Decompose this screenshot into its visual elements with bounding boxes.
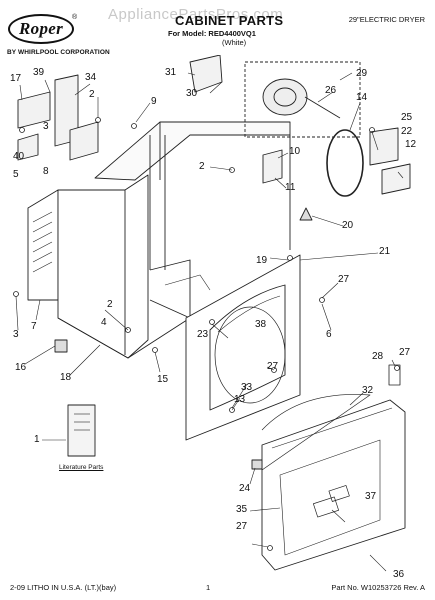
callout-13: 13 bbox=[234, 394, 246, 405]
callout-14: 14 bbox=[356, 92, 368, 103]
logo-text: Roper bbox=[19, 19, 63, 38]
callout-34: 34 bbox=[85, 72, 97, 83]
literature-parts-label: Literature Parts bbox=[59, 464, 104, 471]
callout-23: 23 bbox=[197, 329, 209, 340]
exploded-view-drawing bbox=[13, 55, 411, 572]
callout-20: 20 bbox=[342, 220, 354, 231]
callout-10: 10 bbox=[289, 146, 301, 157]
page-title: CABINET PARTS bbox=[175, 13, 284, 28]
callout-3-b: 3 bbox=[13, 329, 19, 340]
callout-29: 29 bbox=[356, 68, 368, 79]
callout-22: 22 bbox=[401, 126, 413, 137]
callout-5: 5 bbox=[13, 169, 19, 180]
callout-36: 36 bbox=[393, 569, 405, 580]
callout-38: 38 bbox=[255, 319, 267, 330]
callout-32: 32 bbox=[362, 385, 374, 396]
callout-27-d: 27 bbox=[236, 521, 248, 532]
callout-21: 21 bbox=[379, 246, 391, 257]
callout-2-c: 2 bbox=[107, 299, 113, 310]
callout-3: 3 bbox=[43, 121, 49, 132]
callout-2: 2 bbox=[89, 89, 95, 100]
callout-40: 40 bbox=[13, 151, 25, 162]
callout-4: 4 bbox=[101, 317, 107, 328]
roper-logo: Roper bbox=[8, 14, 74, 44]
callout-31: 31 bbox=[165, 67, 177, 78]
callout-26: 26 bbox=[325, 85, 337, 96]
callout-15: 15 bbox=[157, 374, 169, 385]
callout-16: 16 bbox=[15, 362, 27, 373]
callout-27: 27 bbox=[338, 274, 350, 285]
watermark: AppliancePartsPros.com bbox=[108, 6, 284, 23]
callout-12: 12 bbox=[405, 139, 417, 150]
callout-7: 7 bbox=[31, 321, 37, 332]
callout-35: 35 bbox=[236, 504, 248, 515]
callout-19: 19 bbox=[256, 255, 268, 266]
footer-part-number: Part No. W10253726 Rev. A bbox=[331, 583, 425, 592]
callout-1: 1 bbox=[34, 434, 40, 445]
callout-33: 33 bbox=[241, 382, 253, 393]
callout-17: 17 bbox=[10, 73, 22, 84]
callout-25: 25 bbox=[401, 112, 413, 123]
callout-28: 28 bbox=[372, 351, 384, 362]
callout-39: 39 bbox=[33, 67, 45, 78]
byline: BY WHIRLPOOL CORPORATION bbox=[7, 49, 110, 56]
model-line: For Model: RED4400VQ1 bbox=[168, 29, 256, 38]
footer-litho: 2-09 LITHO IN U.S.A. (LT.)(bay) bbox=[10, 583, 117, 592]
color-line: (White) bbox=[222, 38, 247, 47]
callout-27-b: 27 bbox=[267, 361, 279, 372]
footer-page-number: 1 bbox=[206, 583, 211, 592]
callout-8: 8 bbox=[43, 166, 49, 177]
callout-6: 6 bbox=[326, 329, 332, 340]
callout-37: 37 bbox=[365, 491, 377, 502]
callout-24: 24 bbox=[239, 483, 251, 494]
callout-2-b: 2 bbox=[199, 161, 205, 172]
callout-9: 9 bbox=[151, 96, 157, 107]
callout-11: 11 bbox=[285, 182, 296, 193]
callout-30: 30 bbox=[186, 88, 198, 99]
callout-27-c: 27 bbox=[399, 347, 411, 358]
callout-18: 18 bbox=[60, 372, 72, 383]
product-name: 29"ELECTRIC DRYER bbox=[348, 15, 425, 24]
registered-mark: ® bbox=[72, 14, 78, 21]
